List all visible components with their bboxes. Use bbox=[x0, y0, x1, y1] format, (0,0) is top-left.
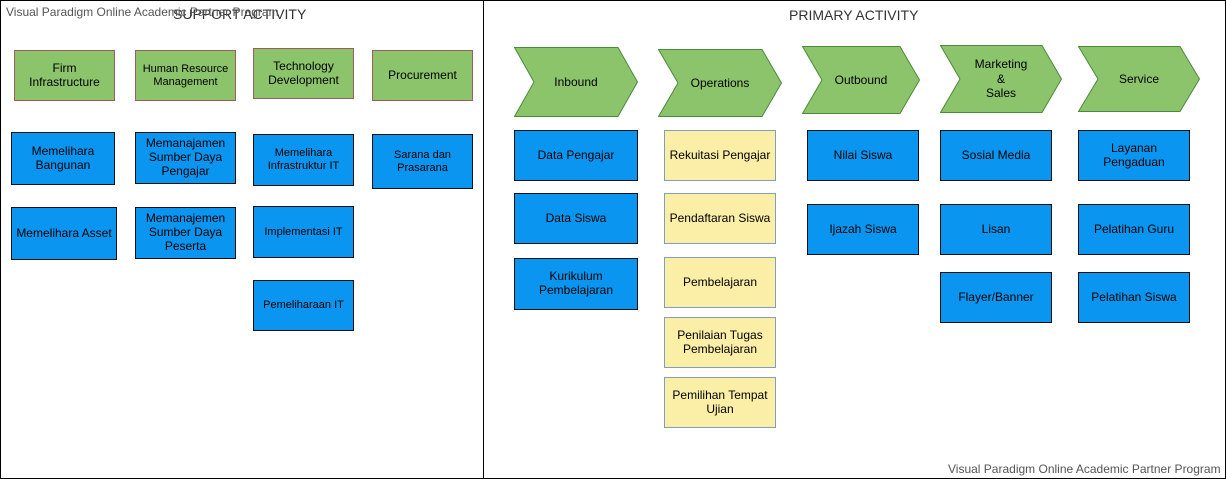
primary-inbound-item: Data Siswa bbox=[514, 193, 638, 244]
support-hr-item: Memanajemen Sumber Daya Peserta bbox=[135, 207, 236, 259]
watermark-top: Visual Paradigm Online Academic Partner … bbox=[6, 5, 279, 19]
primary-header-label: Operations bbox=[690, 75, 750, 90]
primary-inbound-item: Data Pengajar bbox=[514, 130, 638, 181]
primary-operations-item: Pembelajaran bbox=[664, 257, 776, 308]
primary-header-label: Outbound bbox=[834, 72, 888, 87]
primary-operations-item: Pemilihan Tempat Ujian bbox=[664, 377, 776, 428]
primary-header-operations: Operations bbox=[658, 49, 782, 117]
primary-marketing-item: Sosial Media bbox=[940, 130, 1052, 181]
primary-outbound-item: Nilai Siswa bbox=[807, 130, 919, 181]
chevron-shape bbox=[658, 49, 782, 117]
support-tech-item: Memelihara Infrastruktur IT bbox=[253, 134, 354, 186]
support-hr-item: Memanajamen Sumber Daya Pengajar bbox=[135, 132, 236, 184]
primary-header-marketing-sales: Marketing & Sales bbox=[940, 45, 1062, 113]
primary-service-item: Pelatihan Siswa bbox=[1078, 272, 1190, 323]
primary-header-label: Marketing & Sales bbox=[974, 57, 1028, 101]
primary-service-item: Layanan Pengaduan bbox=[1078, 130, 1190, 181]
primary-inbound-item: Kurikulum Pembelajaran bbox=[514, 258, 638, 310]
chevron-shape bbox=[802, 46, 920, 114]
primary-operations-item: Penilaian Tugas Pembelajaran bbox=[664, 317, 776, 368]
support-header-firm-infrastructure: Firm Infrastructure bbox=[14, 50, 115, 101]
primary-marketing-item: Flayer/Banner bbox=[940, 272, 1052, 323]
watermark-bottom: Visual Paradigm Online Academic Partner … bbox=[948, 462, 1221, 476]
primary-header-inbound: Inbound bbox=[514, 47, 638, 117]
support-procurement-item: Sarana dan Prasarana bbox=[372, 134, 473, 189]
chevron-shape bbox=[1078, 46, 1200, 112]
primary-outbound-item: Ijazah Siswa bbox=[807, 204, 919, 255]
support-activity-title: SUPPORT ACTIVITY bbox=[173, 6, 307, 22]
chevron-shape bbox=[514, 47, 638, 117]
primary-operations-item: Pendaftaran Siswa bbox=[664, 193, 776, 244]
support-header-technology-development: Technology Development bbox=[253, 48, 354, 99]
support-firm-item: Memelihara Bangunan bbox=[11, 132, 115, 185]
primary-header-outbound: Outbound bbox=[802, 46, 920, 114]
primary-activity-title: PRIMARY ACTIVITY bbox=[789, 7, 919, 23]
primary-marketing-item: Lisan bbox=[940, 204, 1052, 255]
primary-service-item: Pelatihan Guru bbox=[1078, 204, 1190, 255]
support-header-human-resource: Human Resource Management bbox=[135, 50, 236, 101]
support-firm-item: Memelihara Asset bbox=[11, 207, 117, 260]
primary-header-service: Service bbox=[1078, 46, 1200, 112]
primary-header-label: Inbound bbox=[554, 74, 598, 89]
support-tech-item: Implementasi IT bbox=[253, 206, 354, 258]
primary-operations-item: Rekuitasi Pengajar bbox=[664, 130, 776, 181]
primary-header-label: Service bbox=[1118, 71, 1159, 86]
support-tech-item: Pemeliharaan IT bbox=[253, 280, 354, 331]
support-header-procurement: Procurement bbox=[372, 50, 473, 101]
chevron-shape bbox=[940, 45, 1062, 113]
